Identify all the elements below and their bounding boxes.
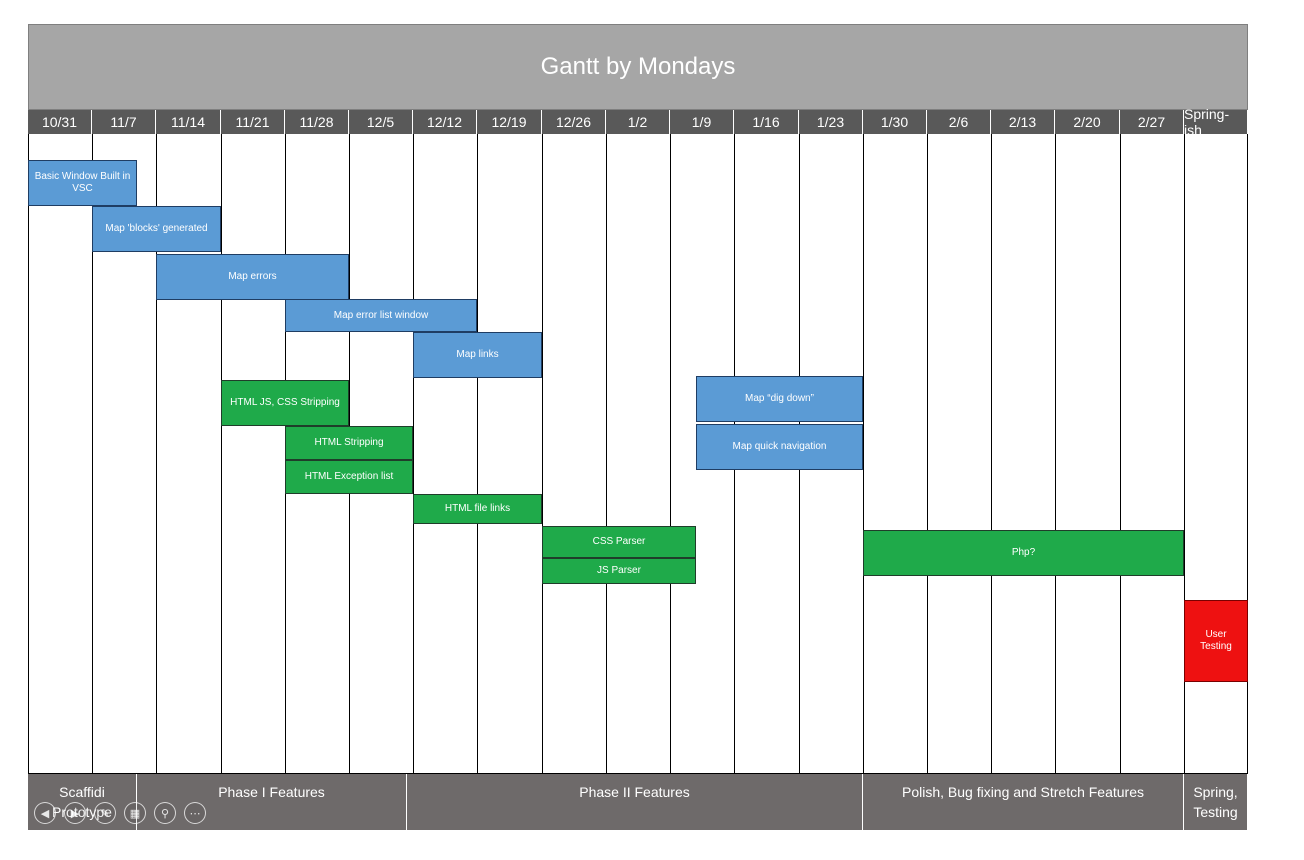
task-bar: Map quick navigation	[696, 424, 863, 470]
pen-icon[interactable]: ✎	[94, 802, 116, 824]
task-bar: Map error list window	[285, 299, 477, 332]
task-bar: Map “dig down”	[696, 376, 863, 422]
week-header: 1/2	[606, 110, 670, 134]
week-gridline	[221, 134, 222, 774]
task-bar: HTML file links	[413, 494, 542, 524]
week-gridline	[1120, 134, 1121, 774]
week-header: 2/13	[991, 110, 1055, 134]
slides-icon[interactable]: ▦	[124, 802, 146, 824]
week-gridline	[606, 134, 607, 774]
week-header: 12/12	[413, 110, 477, 134]
phase-bar: Phase II Features	[407, 774, 863, 830]
task-bar: HTML Stripping	[285, 426, 413, 460]
week-header: 1/9	[670, 110, 734, 134]
week-header: 11/7	[92, 110, 156, 134]
back-icon[interactable]: ◀	[34, 802, 56, 824]
week-header: 2/27	[1120, 110, 1184, 134]
phase-bar: Spring, Testing	[1184, 774, 1248, 830]
week-header: 11/28	[285, 110, 349, 134]
week-gridline	[477, 134, 478, 774]
task-bar: HTML Exception list	[285, 460, 413, 494]
task-bar: JS Parser	[542, 558, 696, 584]
phase-bar: Polish, Bug fixing and Stretch Features	[863, 774, 1184, 830]
week-header: 11/14	[156, 110, 221, 134]
week-header: 2/6	[927, 110, 991, 134]
week-header: 1/23	[799, 110, 863, 134]
week-gridline	[156, 134, 157, 774]
week-header: 11/21	[221, 110, 285, 134]
week-gridline	[863, 134, 864, 774]
task-bar: Map 'blocks' generated	[92, 206, 221, 252]
task-bar: CSS Parser	[542, 526, 696, 558]
phase-bar: Phase I Features	[137, 774, 407, 830]
more-icon[interactable]: ⋯	[184, 802, 206, 824]
week-header: 1/16	[734, 110, 799, 134]
week-header: 12/26	[542, 110, 606, 134]
week-header: 10/31	[28, 110, 92, 134]
zoom-icon[interactable]: ⚲	[154, 802, 176, 824]
week-header: 1/30	[863, 110, 927, 134]
forward-icon[interactable]: ▶	[64, 802, 86, 824]
task-bar: User Testing	[1184, 600, 1248, 682]
chart-title: Gantt by Mondays	[28, 24, 1248, 110]
week-gridline	[92, 134, 93, 774]
week-gridline	[670, 134, 671, 774]
slideshow-nav-bar: ◀ ▶ ✎ ▦ ⚲ ⋯	[34, 800, 206, 826]
week-header: 2/20	[1055, 110, 1120, 134]
week-gridline	[991, 134, 992, 774]
week-gridline	[1055, 134, 1056, 774]
week-header: 12/5	[349, 110, 413, 134]
chart-grid-frame	[28, 134, 1248, 774]
task-bar: Map links	[413, 332, 542, 378]
week-gridline	[413, 134, 414, 774]
task-bar: Map errors	[156, 254, 349, 300]
week-header: 12/19	[477, 110, 542, 134]
task-bar: HTML JS, CSS Stripping	[221, 380, 349, 426]
task-bar: Basic Window Built in VSC	[28, 160, 137, 206]
task-bar: Php?	[863, 530, 1184, 576]
week-gridline	[1184, 134, 1185, 774]
week-gridline	[927, 134, 928, 774]
week-gridline	[542, 134, 543, 774]
week-header: Spring-ish	[1184, 106, 1248, 138]
